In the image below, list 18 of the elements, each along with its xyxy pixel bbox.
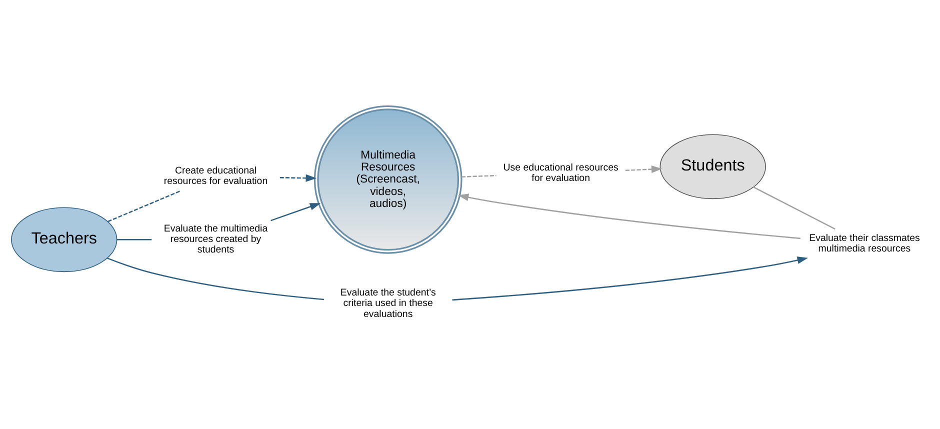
connector (117, 239, 152, 240)
node-text: Evaluate the student’s criteria used in these evaluations (340, 288, 436, 320)
arrow (625, 166, 662, 174)
connector (108, 190, 181, 222)
connector (107, 258, 324, 300)
node-text: Create educational resources for evaluation (164, 166, 268, 188)
arrow (452, 256, 808, 301)
connector (753, 186, 836, 230)
arrow (458, 194, 800, 240)
node-ellipse: Teachers (11, 207, 118, 272)
node-text: Evaluate the multimedia resources created by students (164, 224, 268, 256)
arrow (280, 174, 317, 182)
node-text: Use educational resources for evaluation (503, 162, 618, 184)
node-text: Evaluate their classmates multimedia resources (809, 232, 920, 254)
node-ellipse: Students (660, 134, 766, 200)
node-circle: Multimedia Resources (Screencast, videos, audios) (314, 105, 462, 254)
connector (461, 174, 496, 178)
arrow (270, 203, 321, 222)
